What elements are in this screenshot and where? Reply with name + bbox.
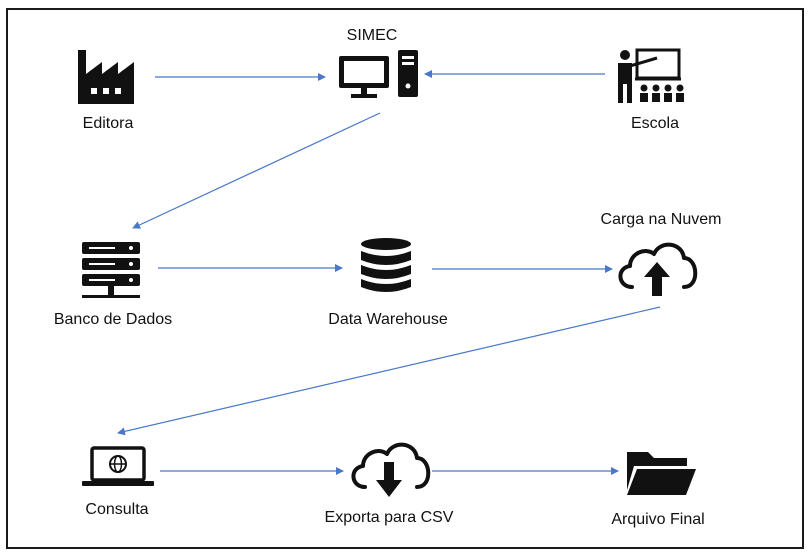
node-label-banco: Banco de Dados [54, 311, 172, 328]
edge-nuvem-consulta [117, 306, 661, 436]
teacher-classroom-icon [618, 48, 684, 103]
node-label-editora: Editora [83, 115, 134, 132]
node-label-escola: Escola [631, 115, 679, 132]
edge-simec-banco [132, 112, 381, 229]
node-label-csv: Exporta para CSV [325, 509, 454, 526]
node-label-consulta: Consulta [85, 501, 148, 518]
computer-icon [339, 50, 418, 98]
factory-icon [78, 50, 134, 104]
database-icon [361, 238, 411, 292]
node-label-arquivo: Arquivo Final [611, 511, 704, 528]
cloud-download-icon [351, 442, 431, 497]
node-label-simec: SIMEC [347, 27, 398, 44]
laptop-globe-icon [82, 446, 154, 486]
node-label-nuvem: Carga na Nuvem [601, 211, 722, 228]
server-icon [82, 242, 140, 298]
folder-open-icon [627, 452, 696, 495]
cloud-upload-icon [618, 242, 698, 296]
node-label-dw: Data Warehouse [328, 311, 448, 328]
